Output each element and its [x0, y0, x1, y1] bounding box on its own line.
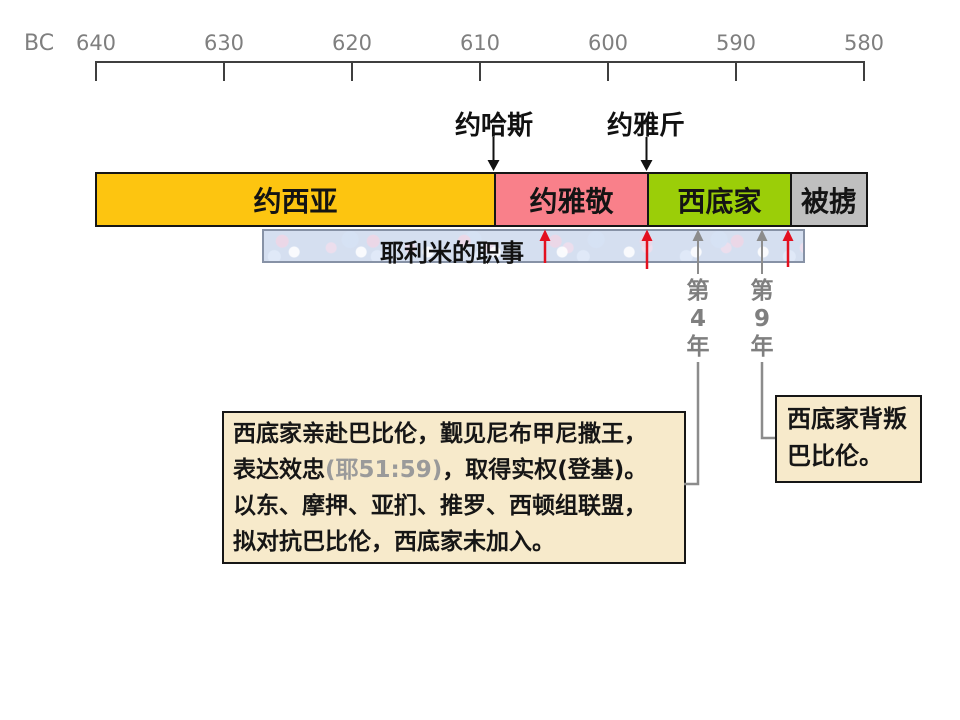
kings-reign-bar: 约西亚 约雅敬 西底家 被掳	[95, 172, 868, 227]
king-segment-jehoiakim: 约雅敬	[494, 174, 647, 225]
note-line: 西底家亲赴巴比伦，觐见尼布甲尼撒王，	[233, 421, 647, 447]
axis-tick	[223, 61, 225, 81]
note-line: 以东、摩押、亚扪、推罗、西顿组联盟，	[233, 493, 647, 519]
note-zedekiah-babylon-visit: 西底家亲赴巴比伦，觐见尼布甲尼撒王， 表达效忠(耶51:59)，取得实权(登基)…	[222, 411, 686, 564]
connector-9th-year-to-right-note	[760, 362, 775, 440]
label-jehoiachin: 约雅斤	[606, 111, 685, 141]
jehoahaz-down-arrow-icon	[487, 137, 500, 171]
axis-tick-label: 590	[715, 31, 757, 55]
axis-tick	[863, 61, 865, 81]
axis-tick-label: 610	[459, 31, 501, 55]
year-marker-9th: 第 9 年	[750, 278, 774, 360]
note-line: 表达效忠(耶51:59)，取得实权(登基)。	[233, 457, 648, 483]
axis-tick-label: 630	[203, 31, 245, 55]
axis-tick-label: 600	[587, 31, 629, 55]
connector-4th-year-to-left-note	[684, 362, 700, 486]
era-label: BC	[24, 31, 55, 56]
note-zedekiah-rebellion: 西底家背叛 巴比伦。	[775, 395, 922, 483]
axis-tick	[351, 61, 353, 81]
note-line: 巴比伦。	[787, 442, 883, 470]
axis-tick	[607, 61, 609, 81]
year-marker-4th: 第 4 年	[686, 278, 710, 360]
jeremiah-ministry-label: 耶利米的职事	[380, 239, 524, 267]
label-jehoahaz: 约哈斯	[454, 111, 533, 141]
axis-tick-label: 580	[843, 31, 885, 55]
axis-tick	[95, 61, 97, 81]
axis-tick-label: 640	[75, 31, 117, 55]
axis-tick	[735, 61, 737, 81]
jeremiah-ministry-bar	[262, 229, 805, 263]
axis-tick	[479, 61, 481, 81]
note-line: 拟对抗巴比伦，西底家未加入。	[233, 529, 555, 555]
axis-tick-label: 620	[331, 31, 373, 55]
jehoiachin-down-arrow-icon	[640, 137, 653, 171]
scripture-ref: (耶51:59)	[325, 457, 443, 483]
king-segment-captivity: 被掳	[790, 174, 866, 225]
king-segment-zedekiah: 西底家	[647, 174, 790, 225]
note-line: 西底家背叛	[787, 405, 907, 433]
king-segment-josiah: 约西亚	[97, 174, 494, 225]
